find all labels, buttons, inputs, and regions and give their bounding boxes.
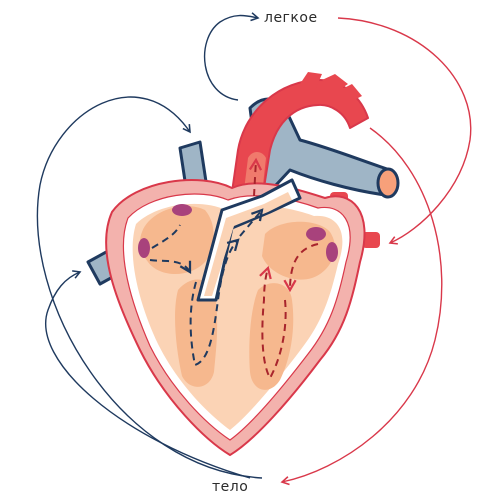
arrow-heart-to-lung: [205, 16, 258, 101]
node-left: [138, 238, 150, 258]
lung-label: легкое: [262, 10, 320, 26]
node-right: [306, 227, 326, 241]
body-label: тело: [210, 479, 250, 495]
heart: [106, 180, 364, 455]
node-top-left: [172, 204, 192, 216]
pulmonary-artery-opening: [378, 169, 398, 197]
node-far-right: [326, 242, 338, 262]
